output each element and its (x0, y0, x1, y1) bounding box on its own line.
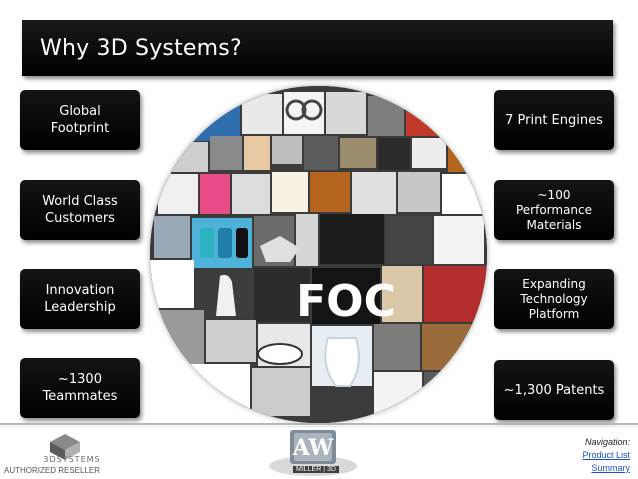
footer-divider-light (0, 426, 638, 427)
authorized-reseller-label: AUTHORIZED RESELLER (4, 466, 101, 475)
navigation-label: Navigation: (584, 437, 630, 447)
nav-link-summary[interactable]: Summary (591, 463, 630, 473)
box-print-engines: 7 Print Engines (494, 90, 614, 150)
collage-image: FOC (150, 86, 487, 423)
box-performance-materials: ~100 Performance Materials (494, 180, 614, 240)
slide-title: Why 3D Systems? (40, 35, 242, 61)
miller-3d-label: MILLER | 3D (293, 466, 339, 473)
slide-title-bar: Why 3D Systems? (22, 20, 613, 76)
partner-letters: AW (292, 435, 334, 461)
box-technology-platform: Expanding Technology Platform (494, 269, 614, 329)
box-teammates: ~1300 Teammates (20, 358, 140, 418)
collage-foc-text: FOC (296, 276, 396, 327)
navigation-panel: Navigation: Product List Summary (582, 436, 630, 475)
product-collage-circle: FOC (150, 86, 487, 423)
box-world-class-customers: World Class Customers (20, 180, 140, 240)
3d-systems-brand-text: 3DSYSTEMS (43, 455, 101, 464)
footer-divider (0, 423, 638, 425)
box-innovation-leadership: Innovation Leadership (20, 269, 140, 329)
box-patents: ~1,300 Patents (494, 360, 614, 420)
box-global-footprint: Global Footprint (20, 90, 140, 150)
nav-link-product-list[interactable]: Product List (582, 450, 630, 460)
3d-systems-logo-icon (50, 434, 80, 460)
